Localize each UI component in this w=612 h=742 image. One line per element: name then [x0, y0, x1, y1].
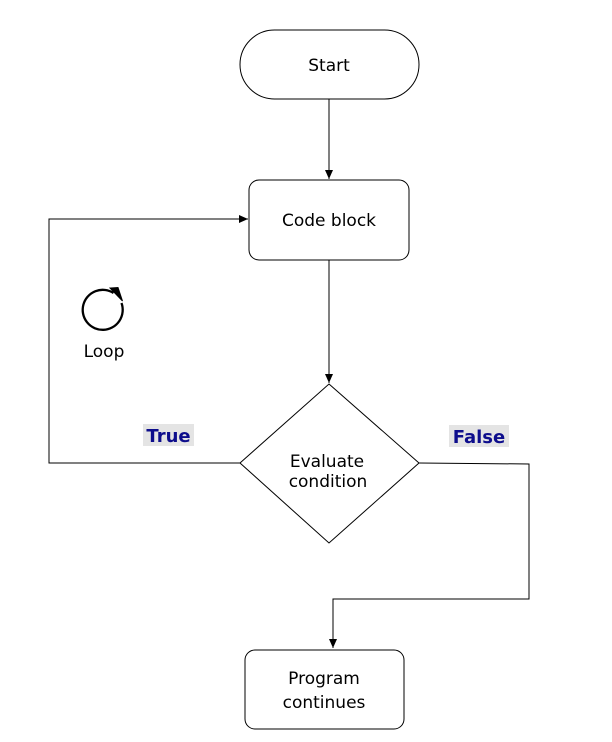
loop-label: Loop	[84, 342, 125, 362]
program-continues-node: Program continues	[244, 649, 405, 730]
evaluate-label-line2: condition	[289, 472, 368, 492]
edge-true-loop-back	[48, 215, 248, 464]
code-block-node: Code block	[248, 179, 410, 261]
start-label: Start	[308, 56, 350, 76]
program-label-line2: continues	[283, 693, 366, 713]
evaluate-condition-node: Evaluate condition	[239, 383, 420, 544]
edge-false-to-program	[329, 462, 530, 648]
code-block-label: Code block	[282, 211, 376, 231]
evaluate-label-line1: Evaluate	[290, 452, 364, 472]
start-node: Start	[239, 29, 420, 100]
loop-arrow-icon	[81, 286, 124, 331]
true-label-text: True	[146, 426, 190, 447]
false-label-text: False	[453, 427, 505, 448]
true-edge-label: True	[143, 424, 194, 447]
program-label-line1: Program	[288, 669, 360, 689]
false-edge-label: False	[449, 425, 509, 448]
